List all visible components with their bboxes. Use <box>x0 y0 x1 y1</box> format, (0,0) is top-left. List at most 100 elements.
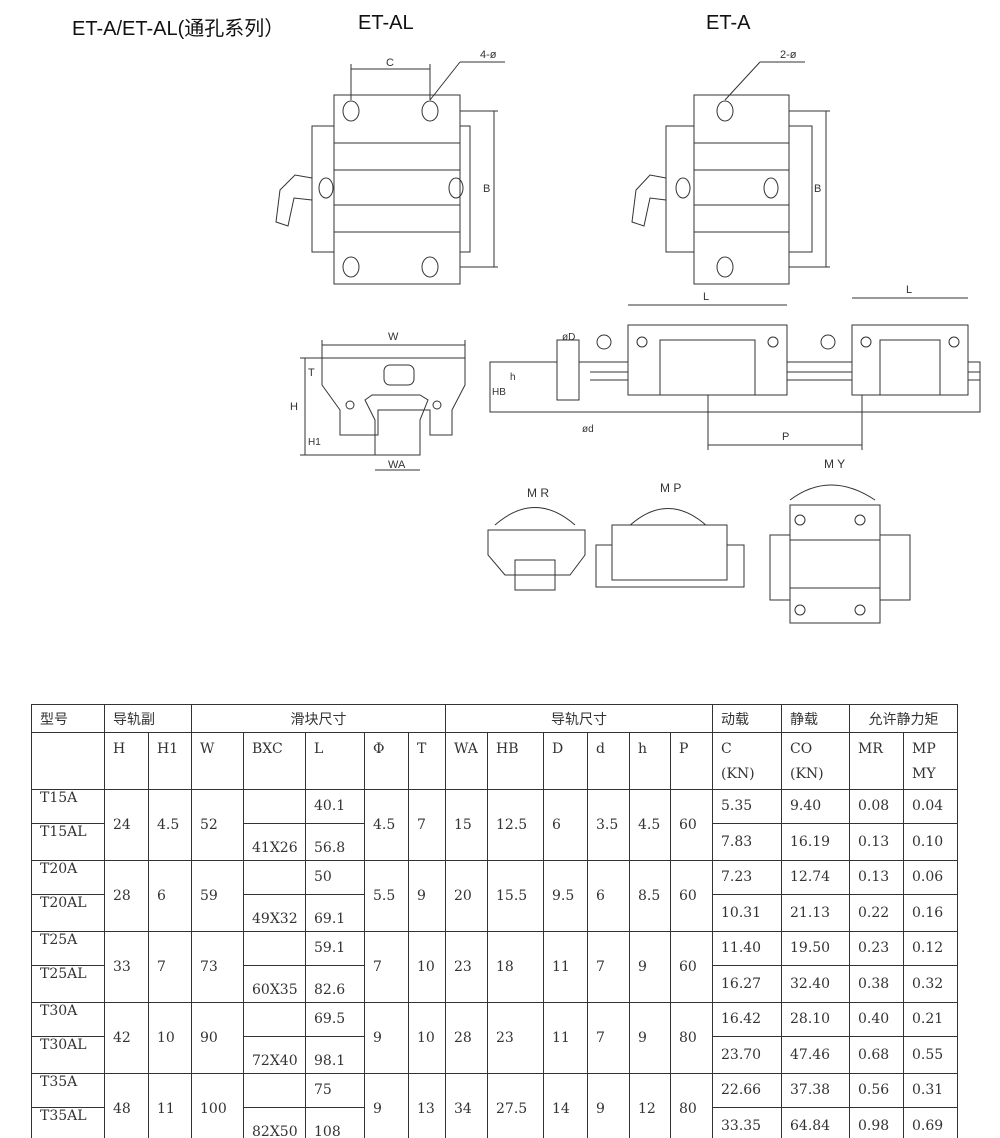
wa-cell: 20 <box>445 860 488 932</box>
mp-cell: 0.06 <box>903 860 958 895</box>
l-cell: 56.8 <box>305 822 365 861</box>
header-static-moment: 允许静力矩 <box>849 704 958 733</box>
c0-cell: 64.84 <box>781 1106 850 1138</box>
model-cell: T25A <box>31 931 105 966</box>
column-header: W <box>191 732 244 790</box>
d-small-cell: 6 <box>587 860 630 932</box>
dim-t: T <box>308 367 315 379</box>
column-header: HB <box>487 732 544 790</box>
mr-cell: 0.13 <box>849 822 904 861</box>
mr-cell: 0.68 <box>849 1035 904 1074</box>
l-cell: 108 <box>305 1106 365 1138</box>
series-title: ET-A/ET-AL(通孔系列） <box>72 18 285 40</box>
mp-cell: 0.10 <box>903 822 958 861</box>
header-dynamic-load: 动载 <box>712 704 782 733</box>
c0-unit: (KN) <box>790 766 824 782</box>
c0-cell: 32.40 <box>781 964 850 1003</box>
wa-cell: 15 <box>445 789 488 861</box>
model-cell: T35A <box>31 1073 105 1108</box>
l-cell: 82.6 <box>305 964 365 1003</box>
grease-nipple-icon <box>275 174 313 227</box>
d-small-cell: 7 <box>587 1002 630 1074</box>
model-cell: T20A <box>31 860 105 895</box>
h-small-cell: 9 <box>629 931 671 1003</box>
hb-cell: 27.5 <box>487 1073 544 1138</box>
bxc-empty <box>243 789 306 824</box>
rail-side-view: L L øD HB h ød P <box>489 284 981 450</box>
c-cell: 16.42 <box>712 1002 782 1037</box>
h-cell: 28 <box>104 860 149 932</box>
grease-nipple-icon <box>631 174 667 227</box>
column-header: h <box>629 732 671 790</box>
mp-cell: 0.55 <box>903 1035 958 1074</box>
mr-cell: 0.13 <box>849 860 904 895</box>
l-cell: 75 <box>305 1073 365 1108</box>
d-cell: 11 <box>543 1002 588 1074</box>
bxc-cell: 60X35 <box>243 964 306 1003</box>
mr-cell: 0.22 <box>849 893 904 932</box>
t-cell: 9 <box>408 860 446 932</box>
dim-l-al: L <box>703 291 709 303</box>
mr-cell: 0.23 <box>849 931 904 966</box>
bxc-cell: 49X32 <box>243 893 306 932</box>
mounting-hole-icons <box>318 100 464 278</box>
mp-arrow-icon <box>627 508 709 528</box>
t-cell: 10 <box>408 931 446 1003</box>
column-header: Φ <box>364 732 409 790</box>
l-cell: 69.5 <box>305 1002 365 1037</box>
t-cell: 7 <box>408 789 446 861</box>
h-cell: 24 <box>104 789 149 861</box>
header-block-dims: 滑块尺寸 <box>191 704 446 733</box>
mr-cell: 0.56 <box>849 1073 904 1108</box>
p-cell: 60 <box>670 789 713 861</box>
l-cell: 40.1 <box>305 789 365 824</box>
p-cell: 60 <box>670 860 713 932</box>
c0-cell: 21.13 <box>781 893 850 932</box>
c0-cell: 19.50 <box>781 931 850 966</box>
phi-cell: 9 <box>364 1073 409 1138</box>
c0-cell: 37.38 <box>781 1073 850 1108</box>
h-cell: 33 <box>104 931 149 1003</box>
c0-cell: 47.46 <box>781 1035 850 1074</box>
column-header: H <box>104 732 149 790</box>
h-cell: 48 <box>104 1073 149 1138</box>
bxc-empty <box>243 1073 306 1108</box>
phi-cell: 7 <box>364 931 409 1003</box>
header-rail-pair: 导轨副 <box>104 704 192 733</box>
model-cell: T15A <box>31 789 105 824</box>
column-header: P <box>670 732 713 790</box>
phi-cell: 9 <box>364 1002 409 1074</box>
bxc-empty <box>243 931 306 966</box>
mp-cell: 0.21 <box>903 1002 958 1037</box>
h-small-cell: 8.5 <box>629 860 671 932</box>
c-unit: (KN) <box>721 766 755 782</box>
hb-cell: 12.5 <box>487 789 544 861</box>
column-header: L <box>305 732 365 790</box>
column-header: T <box>408 732 446 790</box>
model-cell: T30A <box>31 1002 105 1037</box>
c0-cell: 9.40 <box>781 789 850 824</box>
mp-cell: 0.31 <box>903 1073 958 1108</box>
dim-h-small: h <box>510 372 516 383</box>
section-view: W T H H1 WA <box>290 331 466 471</box>
l-cell: 69.1 <box>305 893 365 932</box>
my-label: MY <box>912 766 936 782</box>
model-cell: T25AL <box>31 964 105 1003</box>
c-cell: 16.27 <box>712 964 782 1003</box>
moment-diagrams: M R M P M Y <box>487 457 911 624</box>
p-cell: 80 <box>670 1073 713 1138</box>
wa-cell: 23 <box>445 931 488 1003</box>
dim-holes-al: 4-ø <box>480 49 497 61</box>
column-header: WA <box>445 732 488 790</box>
c-cell: 10.31 <box>712 893 782 932</box>
mp-cell: 0.04 <box>903 789 958 824</box>
column-header-c: C(KN) <box>712 732 782 790</box>
mp-cell: 0.12 <box>903 931 958 966</box>
dim-h1: H1 <box>308 437 321 448</box>
